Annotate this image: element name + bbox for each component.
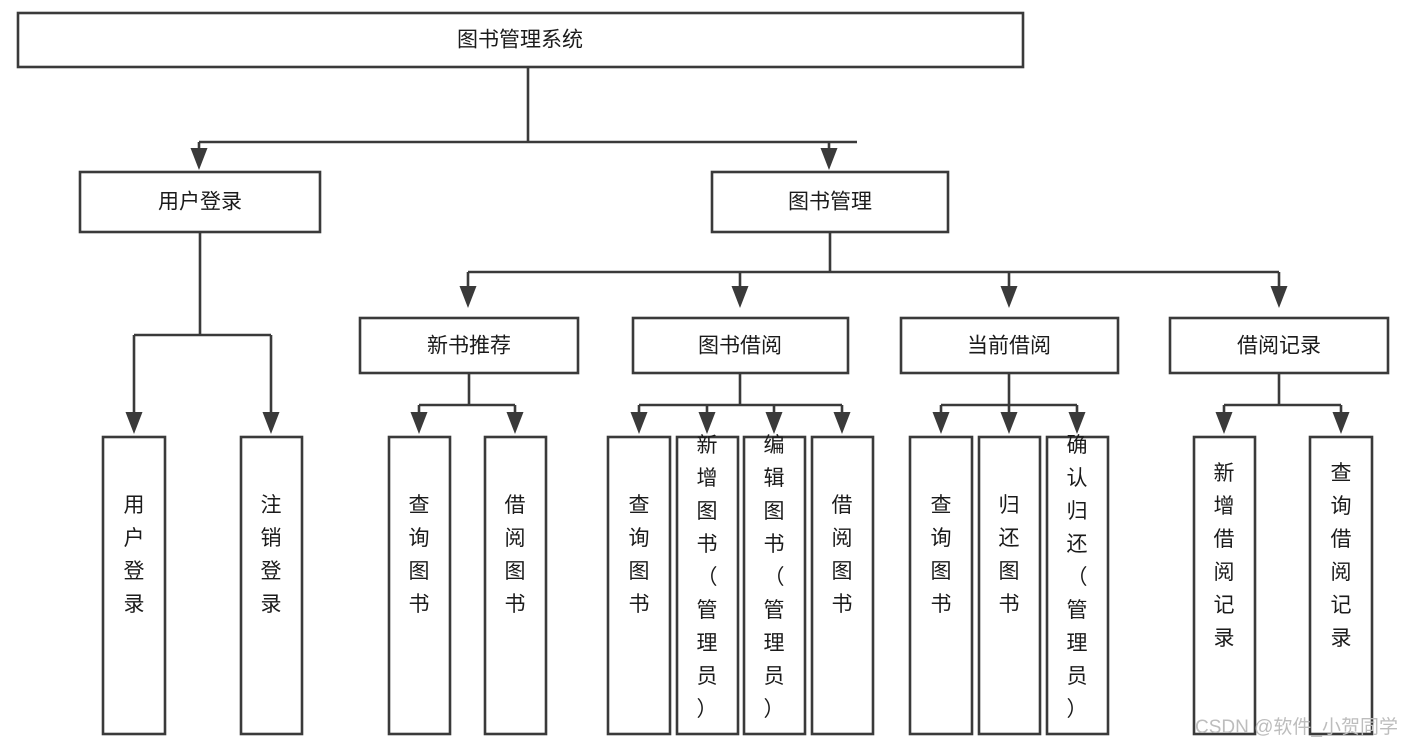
- connector-current-borrow-to-leaves: [932, 373, 1086, 434]
- connector-new-book-recommend-to-leaves: [410, 373, 524, 434]
- node-root-system-box[interactable]: [16, 11, 1025, 69]
- leaf-confirm-return[interactable]: 确认归还（管理员）: [1045, 434, 1110, 736]
- leaf-add-borrow-record-label: 新增借阅记录: [1214, 462, 1235, 650]
- arrow-to-leaf-add-record: [1215, 412, 1233, 434]
- leaf-query-borrow-record-label: 查询借阅记录: [1331, 462, 1352, 650]
- leaf-query-book-current-box[interactable]: [908, 435, 974, 736]
- node-root-system[interactable]: 图书管理系统: [16, 11, 1025, 69]
- arrow-to-leaf-query-record: [1332, 412, 1350, 434]
- arrow-to-leaf-borrow-book-a: [506, 412, 524, 434]
- leaf-logout-box[interactable]: [239, 435, 304, 736]
- node-user-login-label: 用户登录: [158, 191, 242, 214]
- arrow-to-leaf-return-book: [1000, 412, 1018, 434]
- leaf-return-book[interactable]: 归还图书: [977, 435, 1042, 736]
- leaf-add-book-label: 新增图书（管理员）: [697, 434, 718, 721]
- leaf-return-book-box[interactable]: [977, 435, 1042, 736]
- arrow-to-leaf-borrow-book-b: [833, 412, 851, 434]
- leaf-borrow-book-recommend[interactable]: 借阅图书: [483, 435, 548, 736]
- connector-borrow-record-to-leaves: [1215, 373, 1350, 434]
- arrow-to-book-manage: [820, 148, 838, 170]
- arrow-to-borrow-record: [1270, 286, 1288, 308]
- leaf-confirm-return-label: 确认归还（管理员）: [1067, 434, 1088, 721]
- leaf-user-login-label: 用户登录: [124, 494, 145, 616]
- leaf-query-book-current[interactable]: 查询图书: [908, 435, 974, 736]
- leaf-logout[interactable]: 注销登录: [239, 435, 304, 736]
- leaf-query-borrow-record-box[interactable]: [1308, 435, 1374, 736]
- node-book-borrow[interactable]: 图书借阅: [631, 316, 850, 375]
- leaf-query-book-recommend[interactable]: 查询图书: [387, 435, 452, 736]
- node-current-borrow-label: 当前借阅: [967, 335, 1051, 358]
- arrow-to-leaf-query-book-b: [630, 412, 648, 434]
- leaf-return-book-label: 归还图书: [999, 494, 1020, 616]
- leaf-add-borrow-record[interactable]: 新增借阅记录: [1192, 435, 1257, 736]
- node-new-book-recommend[interactable]: 新书推荐: [358, 316, 580, 375]
- leaf-query-book-recommend-label: 查询图书: [409, 494, 430, 616]
- connector-user-login-to-leaves: [125, 232, 280, 434]
- node-user-login-box[interactable]: [78, 170, 322, 234]
- leaf-borrow-book[interactable]: 借阅图书: [810, 435, 875, 736]
- node-user-login[interactable]: 用户登录: [78, 170, 322, 234]
- arrow-to-current-borrow: [1000, 286, 1018, 308]
- arrow-to-leaf-edit-book: [765, 412, 783, 434]
- arrow-to-book-borrow: [731, 286, 749, 308]
- arrow-to-user-login: [190, 148, 208, 170]
- leaf-logout-label: 注销登录: [261, 494, 282, 616]
- arrow-to-leaf-logout: [262, 412, 280, 434]
- arrow-to-new-book-recommend: [459, 286, 477, 308]
- connector-root-to-level2: [190, 67, 857, 170]
- arrow-to-leaf-confirm-return: [1068, 412, 1086, 434]
- connector-book-borrow-to-leaves: [630, 373, 851, 434]
- leaf-edit-book[interactable]: 编辑图书（管理员）: [742, 434, 807, 736]
- leaf-query-book-recommend-box[interactable]: [387, 435, 452, 736]
- leaf-confirm-return-box[interactable]: [1045, 435, 1110, 736]
- leaf-borrow-book-recommend-box[interactable]: [483, 435, 548, 736]
- leaf-query-book-borrow[interactable]: 查询图书: [606, 435, 672, 736]
- leaf-query-borrow-record[interactable]: 查询借阅记录: [1308, 435, 1374, 736]
- leaf-query-book-borrow-box[interactable]: [606, 435, 672, 736]
- csdn-watermark: CSDN @软件_小贺同学: [1195, 716, 1398, 738]
- leaf-borrow-book-box[interactable]: [810, 435, 875, 736]
- node-new-book-recommend-box[interactable]: [358, 316, 580, 375]
- leaf-borrow-book-recommend-label: 借阅图书: [505, 494, 526, 616]
- node-borrow-record[interactable]: 借阅记录: [1168, 316, 1390, 375]
- leaf-edit-book-box[interactable]: [742, 435, 807, 736]
- arrow-to-leaf-add-book: [698, 412, 716, 434]
- arrow-to-leaf-user-login: [125, 412, 143, 434]
- node-book-manage[interactable]: 图书管理: [710, 170, 950, 234]
- leaf-query-book-current-label: 查询图书: [931, 494, 952, 616]
- connector-book-manage-to-level3: [459, 232, 1288, 308]
- leaf-add-book-box[interactable]: [675, 435, 740, 736]
- leaf-add-borrow-record-box[interactable]: [1192, 435, 1257, 736]
- leaf-borrow-book-label: 借阅图书: [832, 494, 853, 616]
- leaf-user-login-box[interactable]: [101, 435, 167, 736]
- leaf-user-login[interactable]: 用户登录: [101, 435, 167, 736]
- leaf-edit-book-label: 编辑图书（管理员）: [764, 434, 785, 721]
- arrow-to-leaf-query-book-c: [932, 412, 950, 434]
- leaf-query-book-borrow-label: 查询图书: [629, 494, 650, 616]
- node-new-book-recommend-label: 新书推荐: [427, 335, 511, 358]
- node-root-system-label: 图书管理系统: [457, 29, 583, 52]
- node-book-manage-label: 图书管理: [788, 191, 872, 214]
- node-current-borrow-box[interactable]: [899, 316, 1120, 375]
- leaf-add-book[interactable]: 新增图书（管理员）: [675, 434, 740, 736]
- node-current-borrow[interactable]: 当前借阅: [899, 316, 1120, 375]
- node-borrow-record-label: 借阅记录: [1237, 335, 1321, 358]
- arrow-to-leaf-query-book-a: [410, 412, 428, 434]
- node-book-borrow-label: 图书借阅: [698, 335, 782, 358]
